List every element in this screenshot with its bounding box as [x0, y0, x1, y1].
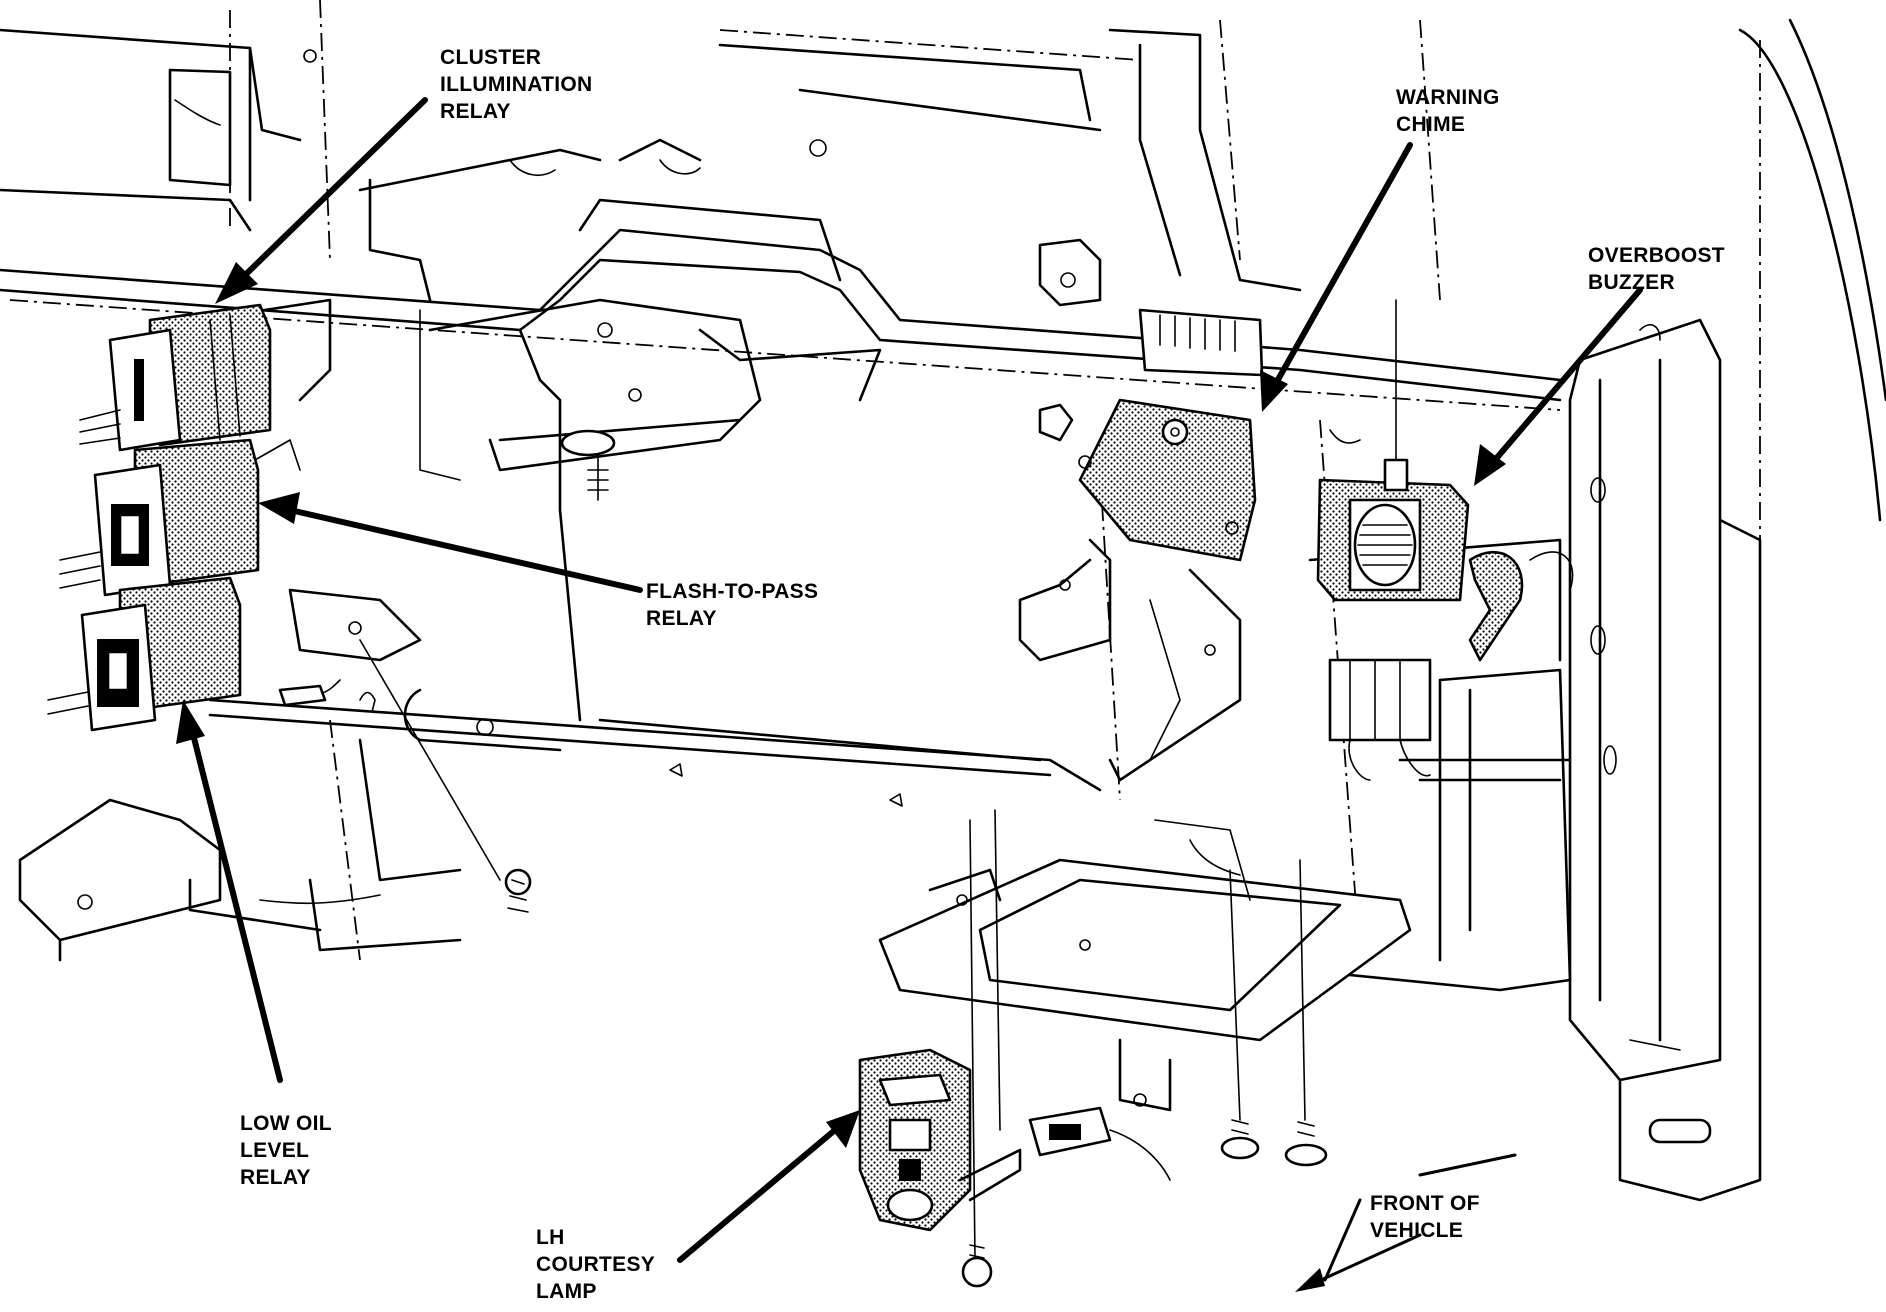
label-cluster-illumination-relay: CLUSTER ILLUMINATION RELAY: [440, 46, 593, 123]
label-front-of-vehicle: FRONT OF VEHICLE: [1370, 1192, 1480, 1242]
label-lh-courtesy-lamp: LH COURTESY LAMP: [536, 1226, 656, 1303]
flash-to-pass-relay: [59, 438, 301, 597]
instrument-panel-frame: [0, 0, 1886, 1202]
label-flash-to-pass-relay: FLASH-TO-PASS RELAY: [646, 580, 819, 630]
lamp-mounting-bracket: [878, 819, 1412, 1112]
label-low-oil-level-relay: LOW OIL LEVEL RELAY: [240, 1112, 332, 1189]
warning-chime: [1018, 308, 1264, 782]
overboost-buzzer: [1316, 299, 1524, 781]
label-warning-chime: WARNING CHIME: [1396, 86, 1500, 136]
screws-lower: [961, 809, 1328, 1288]
screw-left: [359, 639, 532, 913]
leader-arrows: [176, 97, 1643, 1292]
lh-courtesy-lamp: [858, 1048, 1171, 1232]
label-overboost-buzzer: OVERBOOST BUZZER: [1588, 244, 1725, 294]
low-oil-level-relay: [47, 576, 422, 732]
cluster-illumination-relay: [79, 298, 332, 452]
